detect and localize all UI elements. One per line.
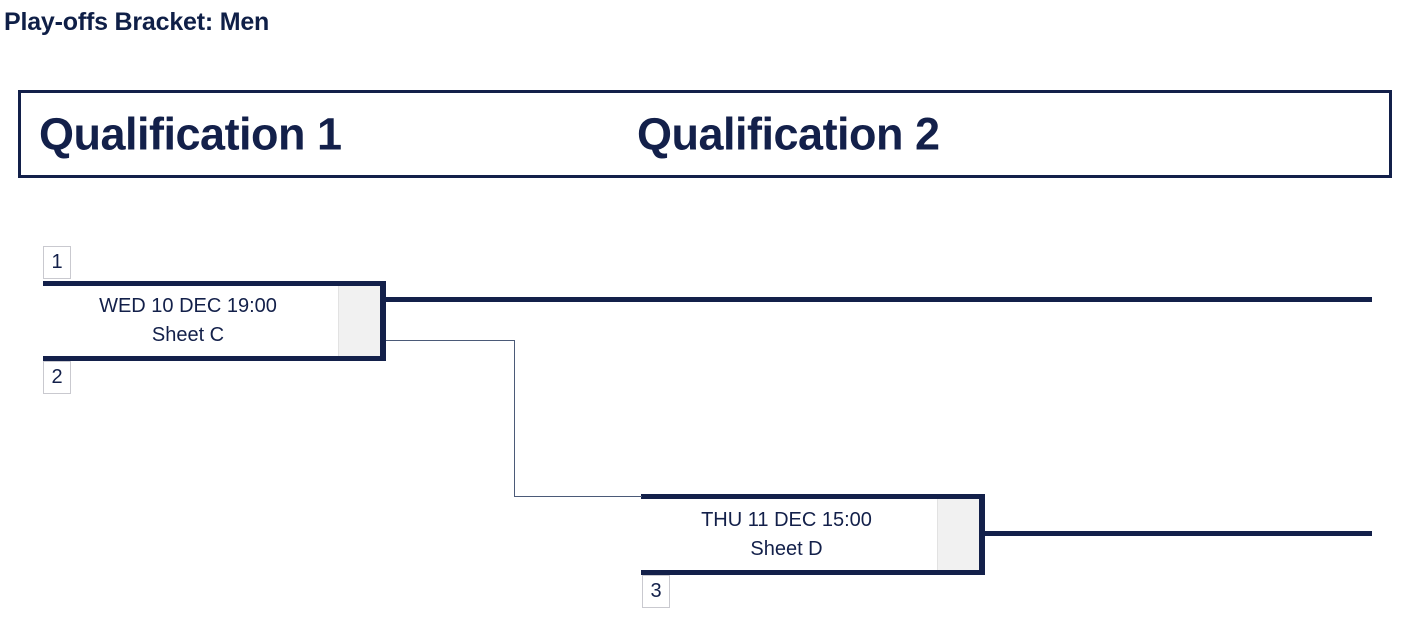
- match-2-datetime: THU 11 DEC 15:00: [701, 508, 872, 531]
- seed-badge-3: 3: [642, 575, 670, 608]
- winner-connector-match-1: [386, 297, 1372, 302]
- match-1-sheet: Sheet C: [151, 324, 225, 346]
- match-2-details: THU 11 DEC 15:00 Sheet D: [641, 499, 979, 570]
- seed-badge-1: 1: [43, 246, 71, 279]
- round-header-bar: Qualification 1 Qualification 2: [18, 90, 1392, 178]
- seed-badge-2: 2: [43, 361, 71, 394]
- match-card-1[interactable]: WED 10 DEC 19:00 Sheet C: [43, 281, 386, 361]
- match-2-score-cell: [937, 499, 979, 570]
- loser-connector-segment-horizontal-top: [386, 340, 515, 341]
- loser-connector-segment-horizontal-bottom: [514, 496, 642, 497]
- match-1-details: WED 10 DEC 19:00 Sheet C: [43, 286, 380, 356]
- winner-connector-match-2: [985, 531, 1372, 536]
- match-1-score-cell: [338, 286, 380, 356]
- page-title: Play-offs Bracket: Men: [4, 8, 270, 36]
- round-label-qualification-2: Qualification 2: [637, 108, 940, 160]
- match-2-sheet: Sheet D: [750, 537, 823, 560]
- loser-connector-segment-vertical: [514, 340, 515, 497]
- round-label-qualification-1: Qualification 1: [39, 108, 342, 160]
- match-1-datetime: WED 10 DEC 19:00: [99, 295, 277, 317]
- match-card-2[interactable]: THU 11 DEC 15:00 Sheet D: [641, 494, 985, 575]
